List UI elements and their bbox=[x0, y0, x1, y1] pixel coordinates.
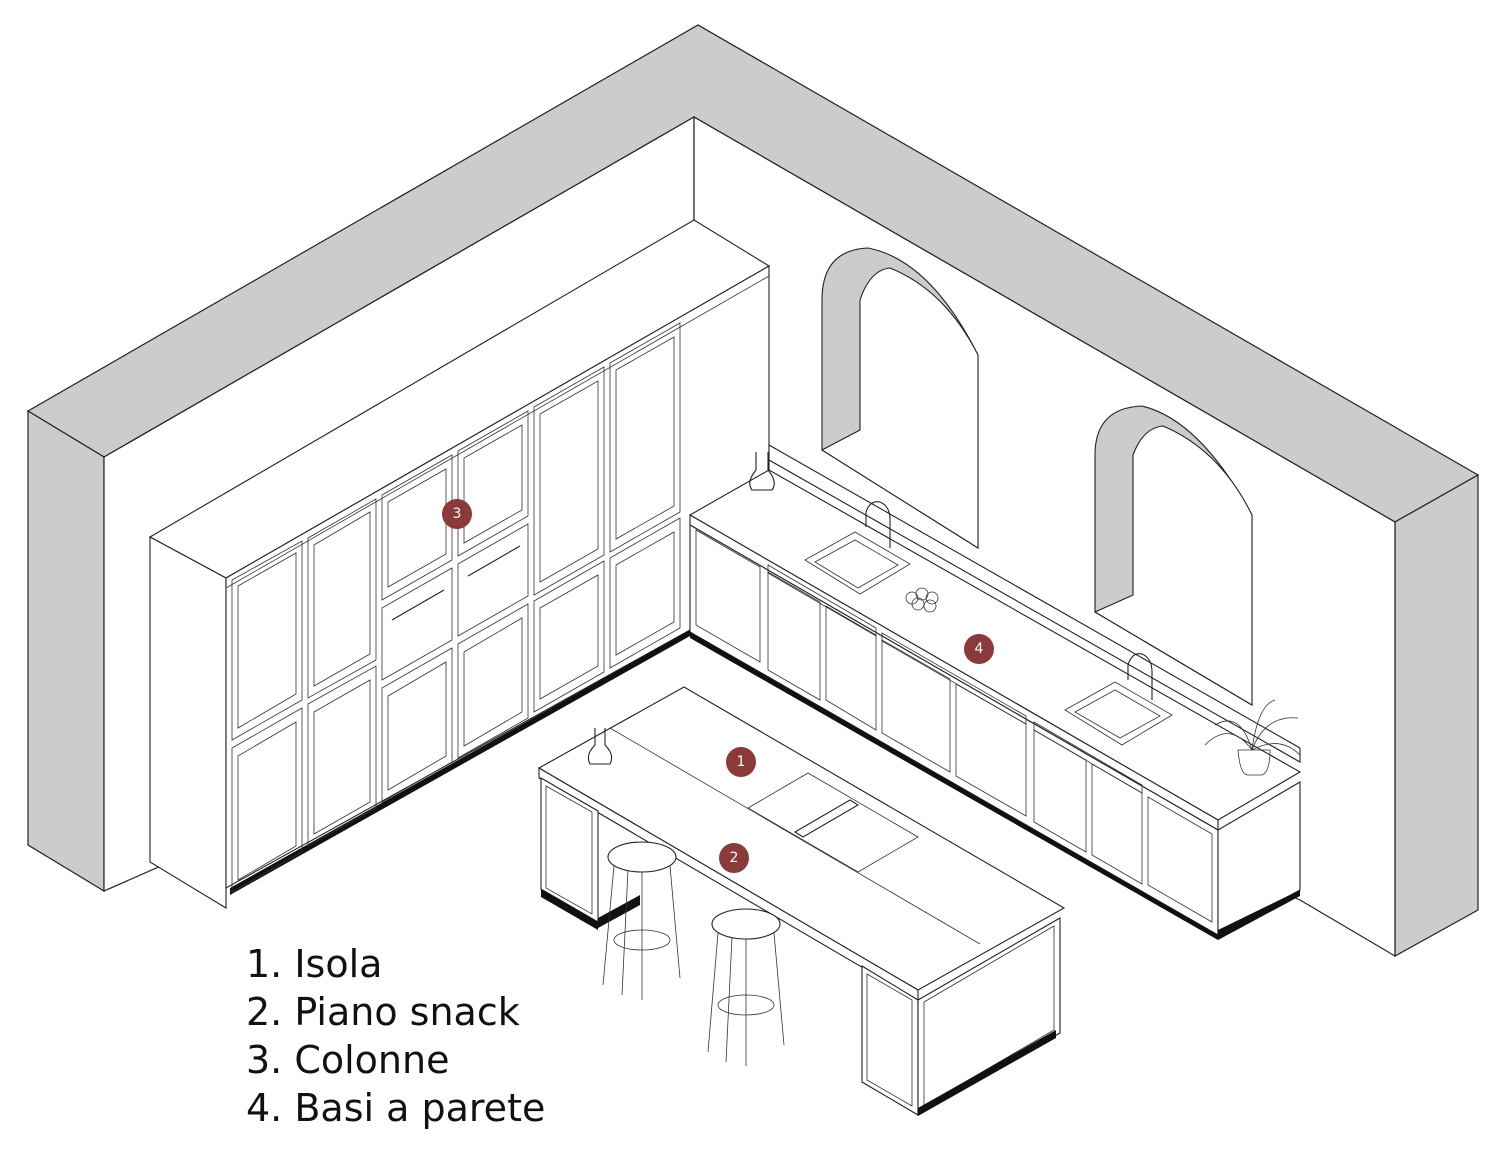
island-vase-icon bbox=[587, 728, 613, 765]
vase-icon bbox=[749, 452, 775, 491]
right-wall-end bbox=[1394, 473, 1479, 958]
fruit-bowl-icon bbox=[905, 587, 939, 613]
arched-window-left bbox=[820, 247, 979, 549]
plant-icon bbox=[1204, 699, 1301, 776]
bar-stool-2 bbox=[707, 908, 785, 1066]
left-wall-end bbox=[27, 409, 105, 893]
marker-2-number: 2 bbox=[730, 850, 739, 866]
sink-right bbox=[1064, 681, 1173, 746]
kitchen-island bbox=[537, 686, 1066, 1116]
legend-item-basi-a-parete: 4. Basi a parete bbox=[246, 1086, 546, 1130]
faucet-left-icon bbox=[865, 501, 891, 548]
tall-column-units bbox=[148, 219, 771, 909]
marker-3: 3 bbox=[442, 499, 472, 529]
marker-1: 1 bbox=[726, 747, 756, 777]
bar-stool-1 bbox=[602, 841, 681, 1000]
marker-1-number: 1 bbox=[737, 754, 746, 770]
cooktop bbox=[747, 772, 919, 873]
marker-4: 4 bbox=[964, 634, 994, 664]
marker-3-number: 3 bbox=[453, 506, 462, 522]
wall-base-units bbox=[688, 444, 1302, 940]
legend-item-piano-snack: 2. Piano snack bbox=[246, 990, 520, 1034]
arched-window-right bbox=[1093, 405, 1253, 706]
marker-2: 2 bbox=[719, 843, 749, 873]
legend: 1. Isola 2. Piano snack 3. Colonne 4. Ba… bbox=[246, 940, 545, 1132]
legend-item-isola: 1. Isola bbox=[246, 942, 383, 986]
sink-left bbox=[804, 531, 911, 595]
legend-item-colonne: 3. Colonne bbox=[246, 1038, 450, 1082]
marker-4-number: 4 bbox=[975, 641, 984, 657]
faucet-right-icon bbox=[1127, 653, 1153, 700]
